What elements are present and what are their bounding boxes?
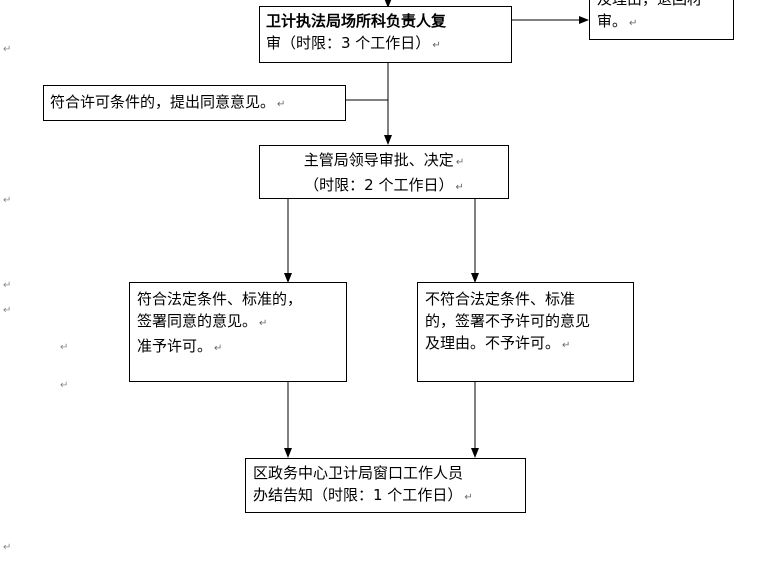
approval-line-1: 主管局领导审批、决定: [303, 151, 454, 169]
notify-line-1: 区政务中心卫计局窗口工作人员: [253, 464, 464, 482]
reject-result-box: 不符合法定条件、标准 的，签署不予许可的意见 及理由。不予许可。↵: [417, 282, 634, 382]
side-box-top-right: 及理由，退回材 审。↵: [589, 0, 734, 40]
paragraph-mark: ↵: [60, 342, 69, 353]
paragraph-mark: ↵: [455, 157, 465, 168]
approve-result-box: 符合法定条件、标准的， 签署同意的意见。↵ 准予许可。↵: [129, 282, 347, 382]
approve-result-line-3: 准予许可。: [137, 337, 213, 355]
paragraph-mark: ↵: [464, 492, 473, 503]
notify-box: 区政务中心卫计局窗口工作人员 办结告知（时限：1 个工作日）↵: [245, 458, 526, 513]
reject-result-line-2: 的，签署不予许可的意见: [425, 312, 591, 330]
approve-result-line-1: 符合法定条件、标准的，: [137, 290, 303, 308]
paragraph-mark: ↵: [277, 99, 286, 110]
paragraph-mark: ↵: [629, 18, 638, 29]
notify-line-2: 办结告知（时限：1 个工作日）: [253, 486, 463, 504]
paragraph-mark: ↵: [3, 44, 12, 55]
paragraph-mark: ↵: [562, 340, 571, 351]
review-box: 卫计执法局场所科负责人复 审（时限：3 个工作日）↵: [259, 6, 512, 63]
review-line-1: 卫计执法局场所科负责人复: [266, 12, 447, 30]
paragraph-mark: ↵: [3, 280, 12, 291]
approval-box: 主管局领导审批、决定↵ （时限：2 个工作日）↵: [259, 145, 509, 199]
agree-box: 符合许可条件的，提出同意意见。↵: [43, 85, 346, 121]
paragraph-mark: ↵: [3, 542, 12, 553]
approve-result-line-2: 签署同意的意见。: [137, 312, 258, 330]
paragraph-mark: ↵: [214, 343, 223, 354]
reject-result-line-1: 不符合法定条件、标准: [425, 290, 576, 308]
paragraph-mark: ↵: [432, 40, 441, 51]
review-line-2: 审（时限：3 个工作日）: [266, 34, 431, 52]
agree-text: 符合许可条件的，提出同意意见。: [50, 93, 276, 111]
reject-result-line-3: 及理由。不予许可。: [425, 334, 561, 352]
paragraph-mark: ↵: [455, 182, 464, 193]
side-box-line-2: 审。: [597, 12, 628, 30]
paragraph-mark: ↵: [259, 318, 268, 329]
paragraph-mark: ↵: [3, 305, 12, 316]
paragraph-mark: ↵: [3, 195, 12, 206]
side-box-line-1: 及理由，退回材: [597, 0, 726, 10]
paragraph-mark: ↵: [60, 380, 69, 391]
approval-line-2: （时限：2 个工作日）: [304, 176, 454, 194]
